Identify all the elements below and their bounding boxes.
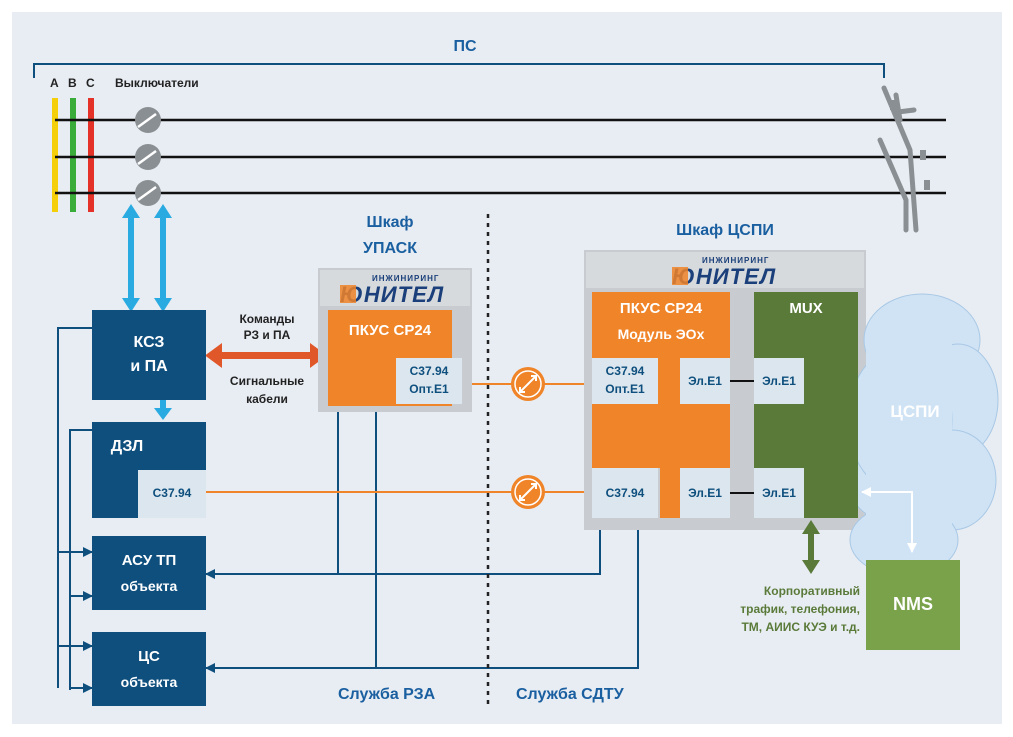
upask-port-label-2: Опт.Е1 (409, 382, 449, 396)
breaker-icon-2 (135, 144, 161, 170)
cspi-logo-small: ИНЖИНИРИНГ (702, 256, 770, 265)
asu-block (92, 536, 206, 610)
upask-logo-accent (340, 285, 356, 303)
asu-label-1: АСУ ТП (121, 552, 177, 569)
cspi-port-opt (592, 358, 658, 404)
line-to-asu (205, 522, 601, 579)
cloud-label: ЦСПИ (890, 402, 940, 421)
asu-label-2: объекта (120, 578, 178, 594)
cs-label-2: объекта (120, 674, 178, 690)
mux-el1-label: Эл.Е1 (762, 374, 796, 388)
upask-service-lines (337, 406, 377, 668)
phase-a-bar (52, 98, 58, 212)
cspi-logo-area (586, 252, 864, 288)
corporate-label-1: Корпоративный (763, 584, 860, 598)
corporate-arrow (802, 520, 820, 574)
commands-arrow (205, 343, 327, 368)
cspi-el2-label: Эл.Е1 (688, 486, 722, 500)
cspi-device (592, 292, 730, 518)
signal-label-2: кабели (246, 392, 288, 406)
media-converter-icon-2 (511, 475, 545, 509)
line-to-cs (205, 522, 639, 673)
cspi-port-el2 (680, 468, 730, 518)
upask-title-1: Шкаф (366, 214, 414, 231)
dzl-port (138, 470, 206, 518)
insulator-icons (890, 100, 930, 190)
upask-title-2: УПАСК (363, 240, 417, 257)
cspi-device-label-2: Модуль ЭОх (617, 326, 705, 342)
cs-block (92, 632, 206, 706)
nms-box (866, 560, 960, 650)
commands-label-2: РЗ и ПА (243, 328, 291, 342)
ps-bracket (33, 63, 885, 78)
signal-label-1: Сигнальные (229, 374, 305, 388)
left-bus-lines (57, 327, 92, 690)
cspi-port-el1 (680, 358, 730, 404)
line-tower-icon (877, 85, 919, 233)
cspi-port2-label: С37.94 (605, 486, 645, 500)
cspi-device-label-1: ПКУС СР24 (619, 300, 703, 317)
phase-b-bar (70, 98, 76, 212)
ksz-block (92, 310, 206, 400)
upask-device-label: ПКУС СР24 (348, 322, 432, 339)
cs-label-1: ЦС (138, 648, 160, 665)
cyan-arrow-left (122, 204, 140, 312)
upask-port-label-1: С37.94 (409, 364, 449, 378)
dzl-label: ДЗЛ (110, 438, 144, 455)
breakers-label: Выключатели (115, 76, 199, 90)
service-rza-label: Служба РЗА (338, 686, 436, 703)
ksz-label-2: и ПА (130, 358, 168, 375)
mux-el2-label: Эл.Е1 (762, 486, 796, 500)
upask-logo-small: ИНЖИНИРИНГ (372, 274, 440, 283)
breaker-icon-3 (135, 180, 161, 206)
upask-logo-main: ЮНИТЕЛ (340, 282, 445, 307)
commands-label-1: Команды (239, 312, 295, 326)
cspi-logo-accent (672, 267, 688, 285)
phase-a-label: A (50, 76, 59, 90)
cspi-logo-main: ЮНИТЕЛ (672, 264, 777, 289)
phase-c-label: C (86, 76, 95, 90)
breaker-icon-1 (135, 107, 161, 133)
nms-label: NMS (893, 594, 933, 614)
cloud-fill (866, 330, 952, 530)
corporate-label-2: трафик, телефония, (740, 602, 860, 616)
phase-c-bar (88, 98, 94, 212)
cyan-arrow-right (154, 204, 172, 312)
upask-port (396, 358, 462, 404)
left-bus-arrows (58, 547, 93, 693)
cspi-el1-label: Эл.Е1 (688, 374, 722, 388)
phase-b-label: B (68, 76, 77, 90)
nms-link (861, 487, 917, 553)
dzl-port-label: С37.94 (152, 486, 192, 500)
service-sdtu-label: Служба СДТУ (516, 686, 624, 703)
cspi-port1-label-1: С37.94 (605, 364, 645, 378)
corporate-label-3: ТМ, АИИС КУЭ и т.д. (741, 620, 860, 634)
cspi-port-c3794 (592, 468, 658, 518)
cyan-arrow-ksz-dzl (154, 400, 172, 420)
media-converter-icon-1 (511, 367, 545, 401)
mux-label: MUX (789, 300, 823, 317)
cspi-port1-label-2: Опт.Е1 (605, 382, 645, 396)
ps-title: ПС (453, 38, 477, 55)
ksz-label-1: КСЗ (133, 334, 165, 351)
cspi-cabinet-title: Шкаф ЦСПИ (676, 222, 774, 239)
